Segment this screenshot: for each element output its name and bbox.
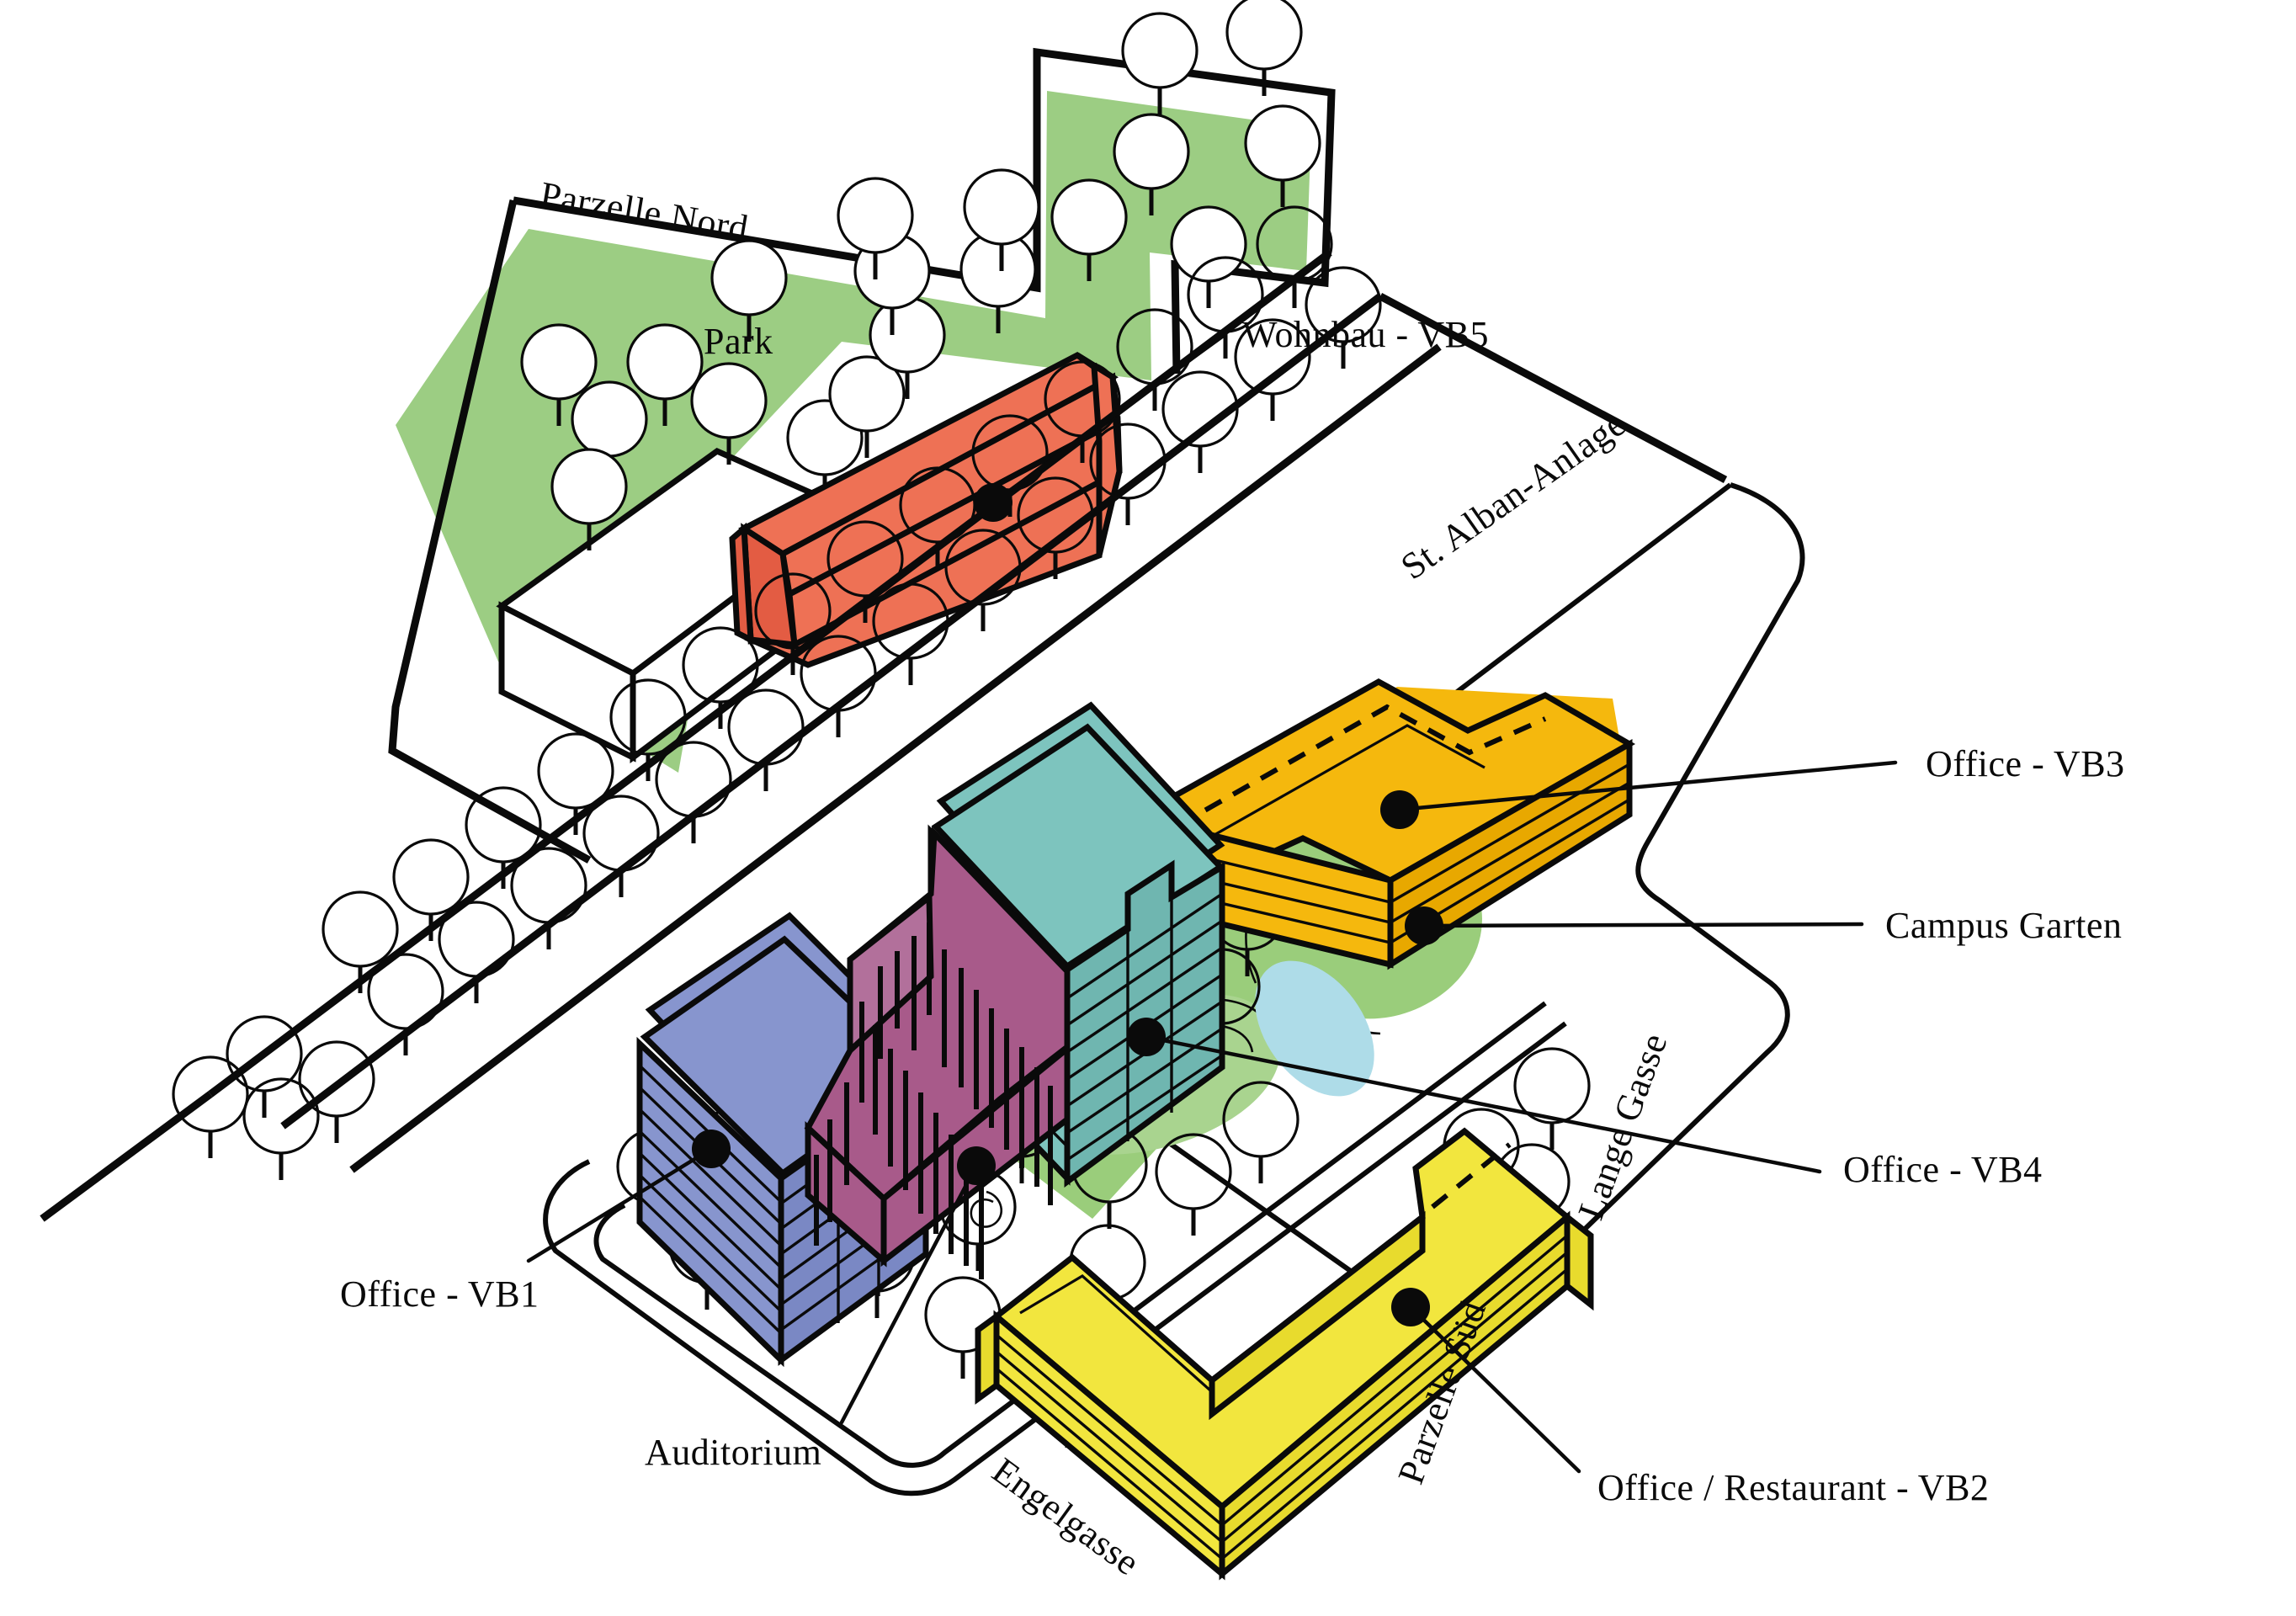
- leader-office-vb3: [1397, 760, 1898, 812]
- building-vb2-office-restaurant[interactable]: [975, 1127, 1594, 1581]
- st-alban-upper-return: [1378, 293, 1728, 483]
- st-alban-median-line: [280, 293, 1383, 1130]
- engelgasse-kerb-band: [543, 1001, 1589, 1505]
- leader-office-restaurant-vb2: [1408, 1305, 1581, 1474]
- label-st-alban-anlage: St. Alban-Anlage: [1394, 402, 1634, 587]
- anchor-dot-auditorium: [957, 1146, 996, 1185]
- callout-auditorium[interactable]: Auditorium: [645, 1146, 996, 1473]
- parzelle-nord-boundary: [513, 47, 1336, 375]
- callout-layer: Wohnbau - VB5 Office - VB3 Campus Garten…: [340, 314, 2125, 1508]
- label-office-vb1: Office - VB1: [340, 1273, 539, 1315]
- building-vb5-wohnbau[interactable]: [729, 351, 1123, 668]
- leader-campus-garten: [1422, 922, 1864, 928]
- anchor-dot-office-vb4: [1127, 1018, 1166, 1056]
- callout-wohnbau-vb5[interactable]: Wohnbau - VB5: [974, 314, 1489, 522]
- park-area: [388, 47, 1336, 864]
- auditorium-roof-rods: [814, 922, 1053, 1279]
- anchor-dot-office-vb1: [692, 1130, 731, 1168]
- vb3-roof-terrace-line: [1181, 724, 1485, 855]
- callout-office-vb4[interactable]: Office - VB4: [1127, 1018, 2043, 1190]
- vb2-se-floor-lines: [1220, 1234, 1569, 1560]
- label-office-restaurant-vb2: Office / Restaurant - VB2: [1597, 1467, 1989, 1508]
- callout-campus-garten[interactable]: Campus Garten: [1405, 905, 2122, 946]
- leader-office-vb4: [1144, 1034, 1822, 1174]
- label-office-vb3: Office - VB3: [1926, 743, 2125, 784]
- callout-office-vb3[interactable]: Office - VB3: [1380, 743, 2125, 829]
- vb5-west-return: [729, 522, 754, 645]
- st-alban-south-kerb: [349, 343, 1442, 1173]
- vb2-roof-setback-dashed: [1431, 1142, 1512, 1209]
- engelgasse-inner-kerb: [543, 1021, 1567, 1496]
- vb2-east-return: [1564, 1210, 1594, 1311]
- label-auditorium: Auditorium: [645, 1432, 821, 1473]
- vb2-sw-floor-lines: [995, 1333, 1224, 1560]
- label-office-vb4: Office - VB4: [1843, 1149, 2043, 1190]
- label-park: Park: [704, 321, 773, 362]
- callout-office-restaurant-vb2[interactable]: Office / Restaurant - VB2: [1391, 1288, 1989, 1508]
- campus-pond: [1255, 960, 1374, 1097]
- auditorium-spiral-detail: [970, 1190, 1002, 1228]
- vb2-courtyard-face: [1209, 1210, 1426, 1421]
- parzelle-nord-west-boundary: [388, 199, 592, 864]
- vb3-roof-setback-dashed: [1148, 704, 1547, 844]
- vb2-west-return: [975, 1310, 1000, 1405]
- anchor-dot-office-vb3: [1380, 790, 1419, 829]
- anchor-dot-wohnbau-vb5: [974, 483, 1012, 522]
- anchor-dot-campus-garten: [1405, 906, 1443, 945]
- label-wohnbau-vb5: Wohnbau - VB5: [1242, 314, 1489, 355]
- leader-wohnbau-vb5: [991, 334, 1225, 505]
- callout-office-vb1[interactable]: Office - VB1: [340, 1130, 731, 1315]
- st-alban-road-tail: [40, 1091, 213, 1222]
- vb2-roof-inner-line: [1019, 1274, 1212, 1392]
- leader-office-vb1: [526, 1146, 714, 1263]
- label-campus-garten: Campus Garten: [1885, 905, 2122, 946]
- engelgasse-outer-kerb: [593, 1001, 1547, 1468]
- leader-auditorium: [839, 1163, 979, 1425]
- anchor-dot-office-restaurant-vb2: [1391, 1288, 1430, 1326]
